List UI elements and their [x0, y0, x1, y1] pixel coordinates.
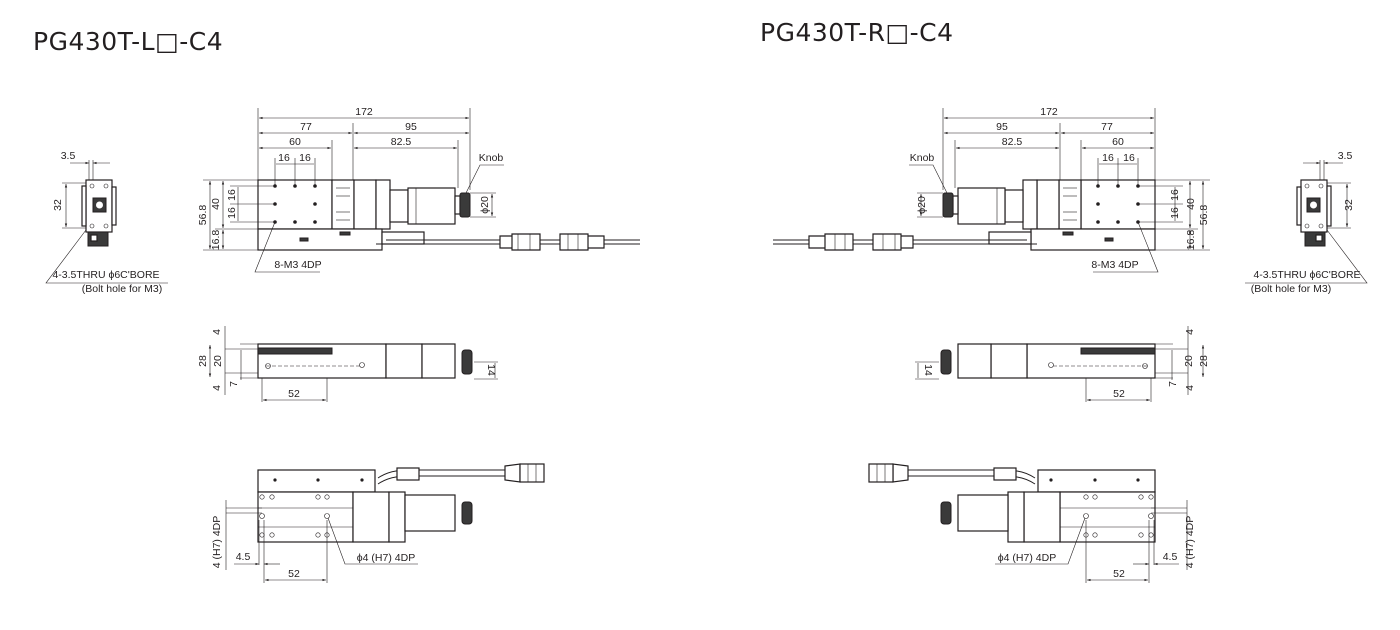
dimension-labels: 3.5 32 4-3.5THRU ϕ6C'BORE (Bolt hole for M3… [52, 106, 1361, 580]
left-label-s4a: 4 [211, 329, 223, 335]
right-label-d40: 40 [1185, 198, 1197, 210]
left-label-d95: 95 [405, 121, 417, 133]
left-label-d172: 172 [355, 106, 373, 118]
right-label-bolt-note: (Bolt hole for M3) [1251, 283, 1332, 295]
right-label-s20: 20 [1183, 355, 1195, 367]
left-label-b4h7: 4 (H7) 4DP [211, 516, 223, 569]
right-label-d32: 32 [1343, 199, 1355, 211]
left-label-d3-5: 3.5 [61, 150, 76, 162]
right-label-d56-8: 56.8 [1198, 205, 1210, 226]
left-label-s7: 7 [228, 381, 240, 387]
left-label-d16d: 16 [226, 207, 238, 219]
left-label-bolt-note: (Bolt hole for M3) [82, 283, 163, 295]
left-label-d82-5: 82.5 [391, 136, 412, 148]
right-label-bore-note: 4-3.5THRU ϕ6C'BORE [1253, 269, 1360, 281]
right-label-d77: 77 [1101, 121, 1113, 133]
left-label-d16-8: 16.8 [210, 230, 222, 251]
left-label-m3-note: 8-M3 4DP [274, 259, 321, 271]
left-label-s14: 14 [485, 364, 497, 376]
right-label-d16-8: 16.8 [1185, 230, 1197, 251]
left-stage-drawing [46, 108, 640, 583]
right-label-d60: 60 [1112, 136, 1124, 148]
right-label-d82-5: 82.5 [1002, 136, 1023, 148]
drawing-title-left: PG430T-L□-C4 [33, 27, 224, 56]
left-label-d16a: 16 [278, 152, 290, 164]
right-label-s28: 28 [1198, 355, 1210, 367]
right-label-phi20: ϕ20 [916, 196, 928, 214]
right-label-d16a: 16 [1123, 152, 1135, 164]
left-label-d32: 32 [52, 199, 64, 211]
left-label-b4-5: 4.5 [236, 551, 251, 563]
left-label-d77: 77 [300, 121, 312, 133]
right-label-b52: 52 [1113, 568, 1125, 580]
right-label-d3-5: 3.5 [1338, 150, 1353, 162]
left-label-s4b: 4 [211, 385, 223, 391]
right-label-m3-note: 8-M3 4DP [1091, 259, 1138, 271]
left-label-bore-note: 4-3.5THRU ϕ6C'BORE [52, 269, 159, 281]
right-label-s52: 52 [1113, 388, 1125, 400]
right-label-d172: 172 [1040, 106, 1058, 118]
right-label-s14: 14 [922, 364, 934, 376]
left-label-d16c: 16 [226, 189, 238, 201]
left-label-phi20: ϕ20 [479, 196, 491, 214]
left-label-knob: Knob [479, 152, 504, 164]
right-label-s4b: 4 [1184, 385, 1196, 391]
right-label-d95: 95 [996, 121, 1008, 133]
right-label-b4-5: 4.5 [1163, 551, 1178, 563]
drawing-title-right: PG430T-R□-C4 [760, 18, 954, 47]
left-label-s52: 52 [288, 388, 300, 400]
left-label-b52: 52 [288, 568, 300, 580]
right-label-b4h7: 4 (H7) 4DP [1184, 516, 1196, 569]
right-label-pin-note: ϕ4 (H7) 4DP [998, 552, 1056, 564]
right-label-d16c: 16 [1169, 189, 1181, 201]
right-label-d16b: 16 [1102, 152, 1114, 164]
right-stage-drawing [773, 108, 1367, 583]
right-label-d16d: 16 [1169, 207, 1181, 219]
left-label-pin-note: ϕ4 (H7) 4DP [357, 552, 415, 564]
left-label-d16b: 16 [299, 152, 311, 164]
right-label-s7: 7 [1167, 381, 1179, 387]
left-label-d40: 40 [210, 198, 222, 210]
left-label-s20: 20 [212, 355, 224, 367]
left-label-d60: 60 [289, 136, 301, 148]
right-label-knob: Knob [910, 152, 935, 164]
right-label-s4a: 4 [1184, 329, 1196, 335]
left-label-s28: 28 [197, 355, 209, 367]
left-label-d56-8: 56.8 [197, 205, 209, 226]
